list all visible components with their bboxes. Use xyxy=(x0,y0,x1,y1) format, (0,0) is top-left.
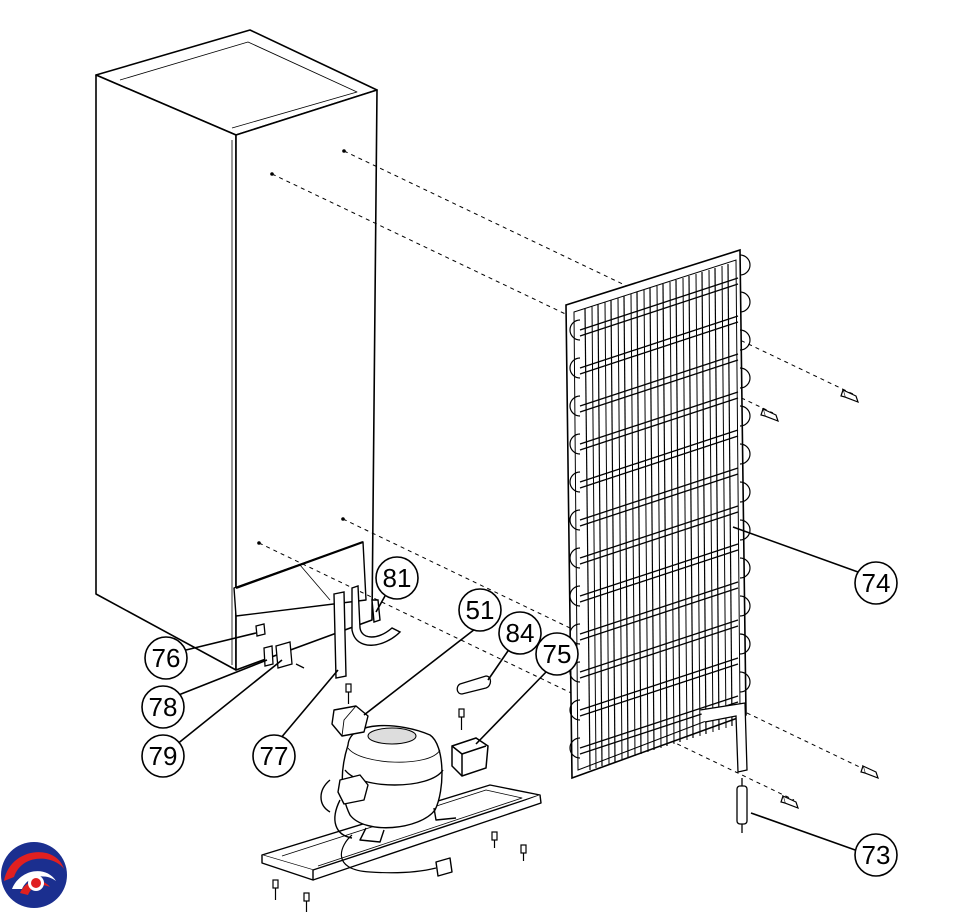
drain-tube xyxy=(333,591,347,679)
callout-label: 79 xyxy=(149,741,178,771)
filter-drier xyxy=(736,778,748,833)
callout-label: 76 xyxy=(152,643,181,673)
condenser-coil xyxy=(565,248,751,780)
connector-fitting xyxy=(456,675,492,695)
brand-swirl-logo-icon xyxy=(1,842,67,908)
callout-label: 77 xyxy=(260,741,289,771)
callout-79: 79 xyxy=(141,734,185,778)
mount-points xyxy=(257,149,346,545)
callout-label: 84 xyxy=(506,618,535,648)
callout-label: 75 xyxy=(543,639,572,669)
callout-76: 76 xyxy=(144,636,188,680)
mounting-screws xyxy=(760,388,879,810)
alignment-lines xyxy=(258,150,873,801)
drain-hose xyxy=(351,585,402,646)
callout-label: 78 xyxy=(149,692,178,722)
callout-73: 73 xyxy=(854,833,898,877)
callout-label: 81 xyxy=(383,563,412,593)
callout-84: 84 xyxy=(498,611,542,655)
callout-label: 51 xyxy=(466,595,495,625)
callout-77: 77 xyxy=(252,734,296,778)
callout-label: 73 xyxy=(862,840,891,870)
callout-label: 74 xyxy=(862,568,891,598)
rubber-grommet xyxy=(451,737,489,777)
leader-lines xyxy=(175,526,859,852)
callout-78: 78 xyxy=(141,685,185,729)
callout-75: 75 xyxy=(535,632,579,676)
small-screws xyxy=(272,683,527,912)
callout-74: 74 xyxy=(854,561,898,605)
callout-51: 51 xyxy=(458,588,502,632)
compressor-assembly xyxy=(261,705,542,881)
callout-81: 81 xyxy=(375,556,419,600)
refrigerator-cabinet xyxy=(95,29,378,671)
